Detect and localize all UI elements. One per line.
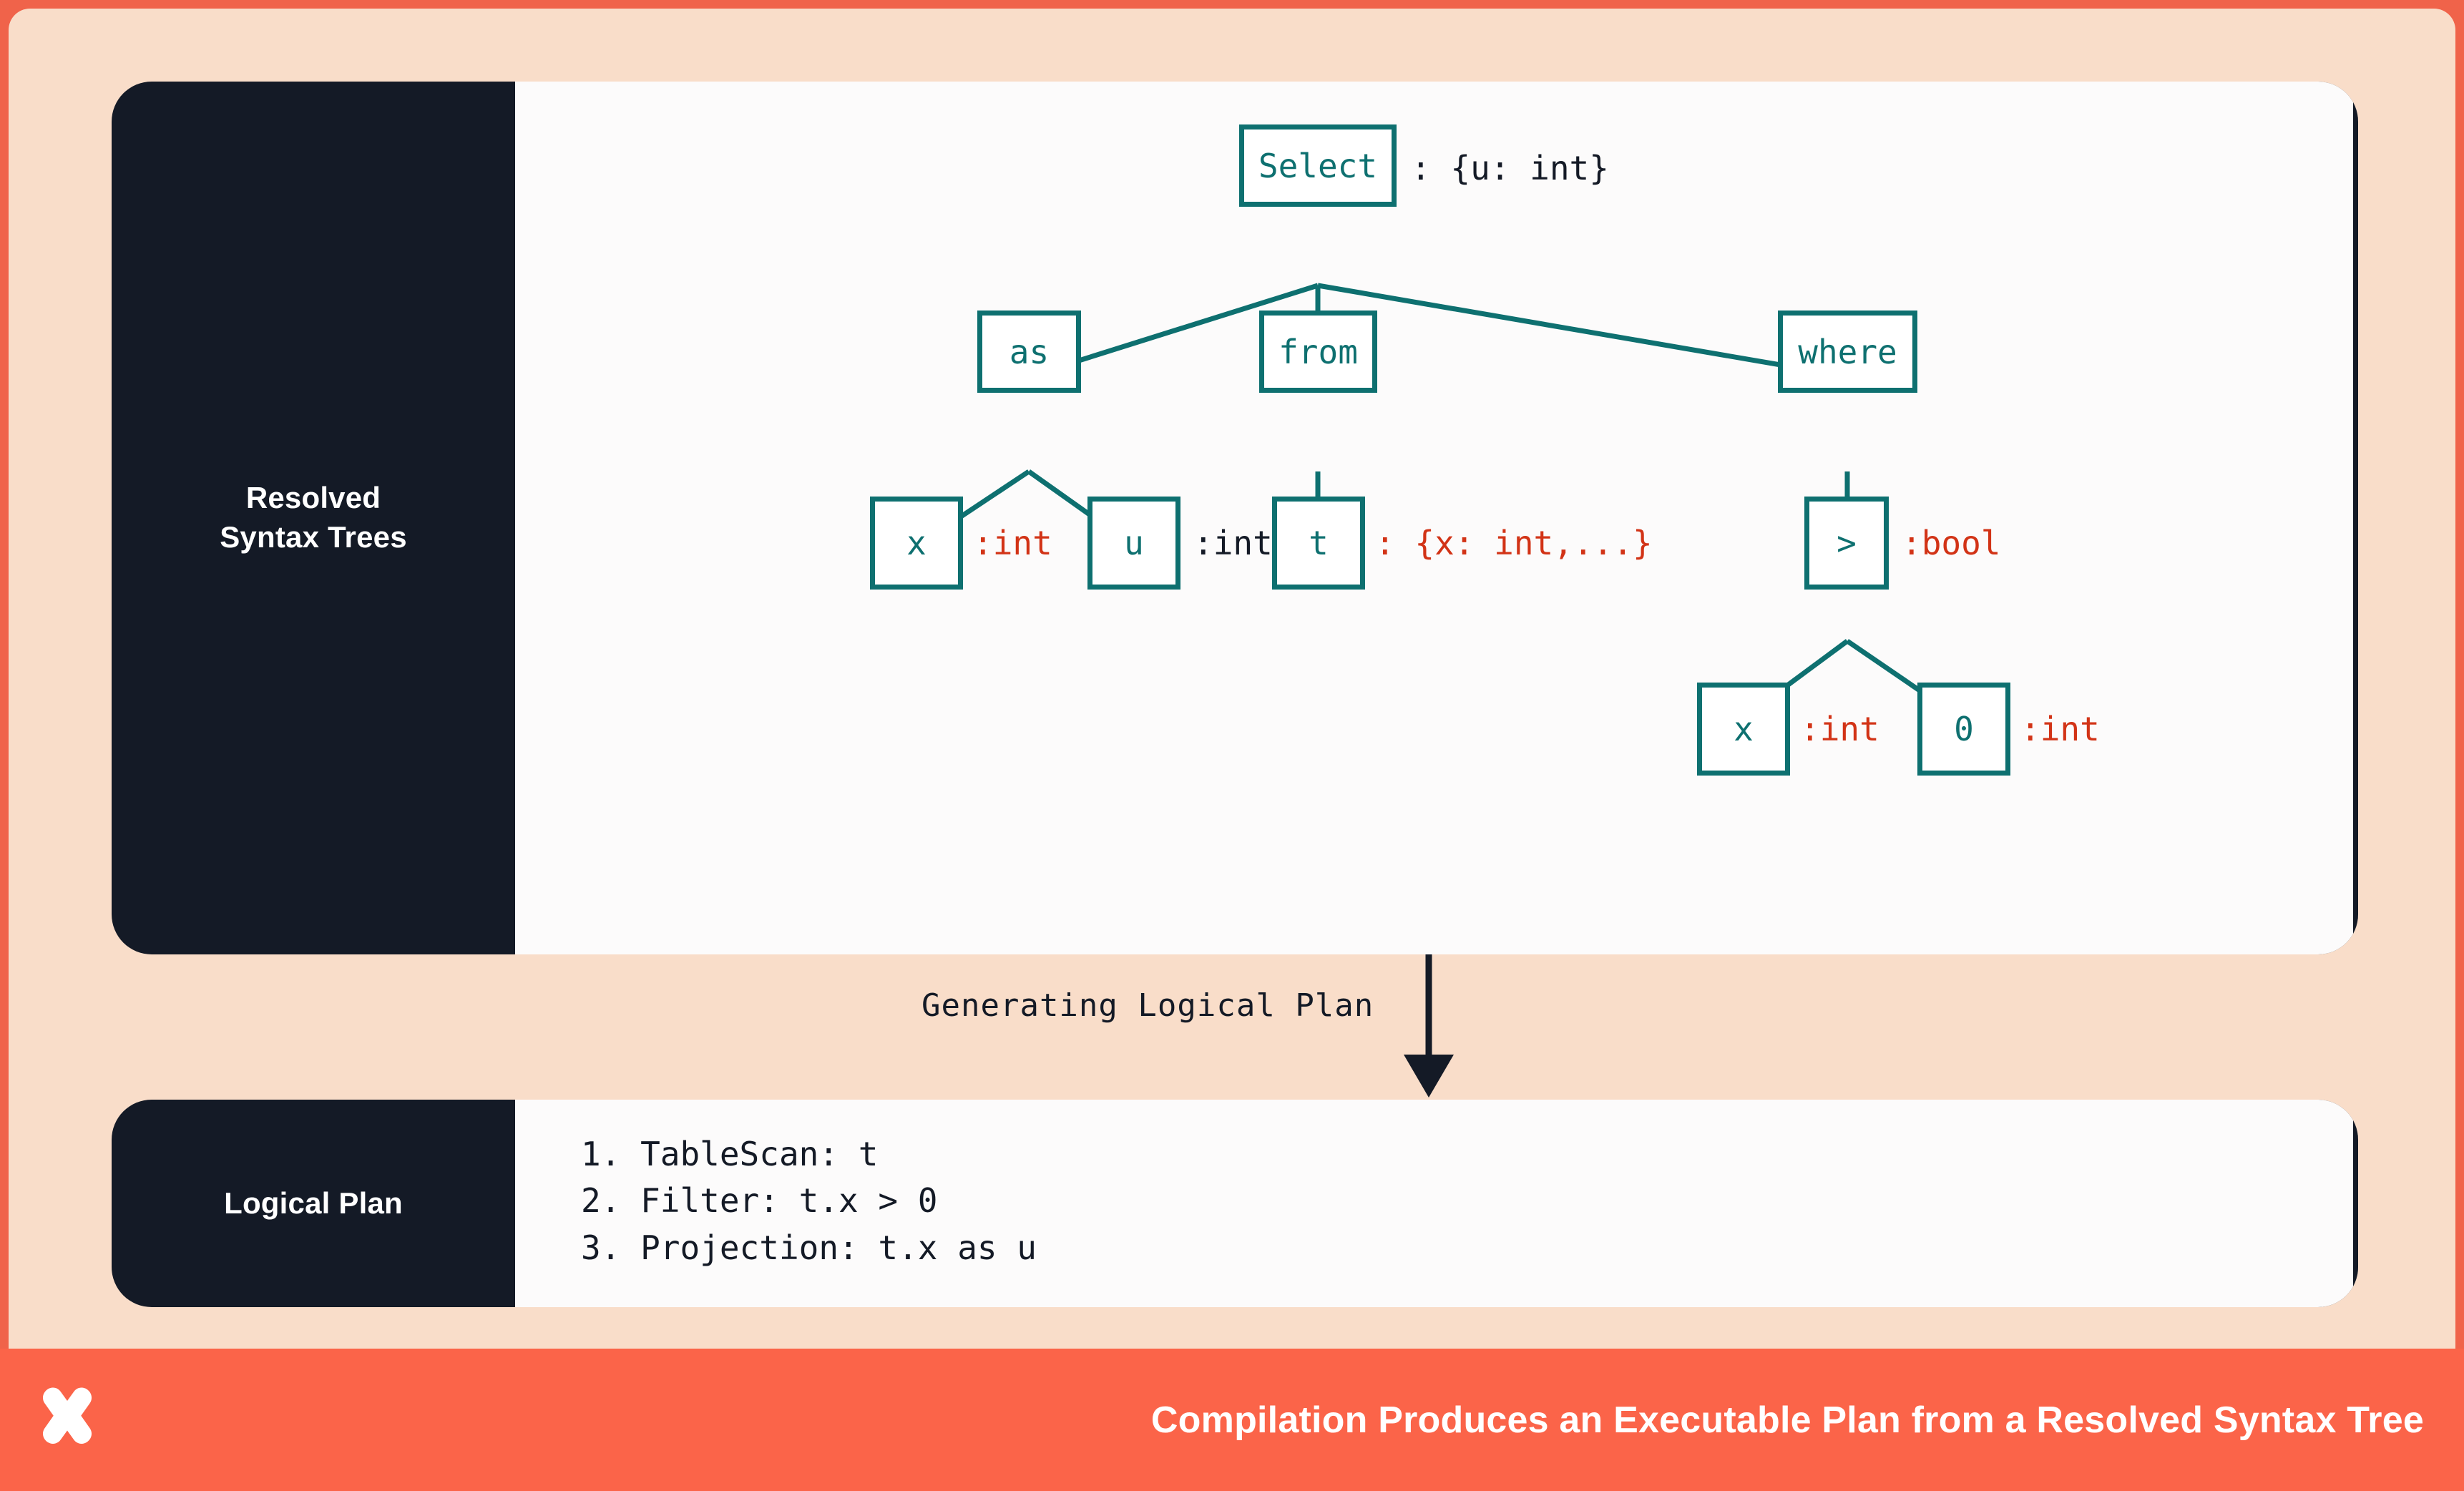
flow-arrow-icon [1404,954,1454,1098]
tree-node-as-x[interactable]: x [870,497,963,590]
tree-annotation-greater-than: :bool [1902,524,2001,562]
resolved-syntax-trees-label: Resolved Syntax Trees [112,82,515,954]
tree-node-as-u[interactable]: u [1087,497,1180,590]
x-mark-logo-icon [42,1387,92,1444]
resolved-syntax-trees-label-line1: Resolved [245,481,381,515]
logical-plan-label: Logical Plan [224,1186,403,1220]
tree-annotation-select: : {u: int} [1411,149,1609,187]
tree-node-where[interactable]: where [1778,311,1917,393]
tree-annotation-as-x: :int [973,524,1052,562]
tree-edges [914,283,1962,720]
syntax-tree-canvas: Select : {u: int} as from where x :int u… [515,82,2358,954]
poster-canvas: Resolved Syntax Trees [9,9,2455,1349]
plan-step-3: 3. Projection: t.x as u [581,1228,1037,1267]
plan-step-2: 2. Filter: t.x > 0 [581,1181,938,1221]
plan-step-1: 1. TableScan: t [581,1135,879,1173]
resolved-syntax-trees-label-line2: Syntax Trees [220,520,407,554]
tree-annotation-gt-zero: :int [2020,710,2100,748]
tree-annotation-gt-x: :int [1800,710,1879,748]
flow-caption: Generating Logical Plan [921,987,1374,1024]
footer-title: Compilation Produces an Executable Plan … [1150,1399,2424,1441]
footer-bar: Compilation Produces an Executable Plan … [0,1349,2464,1491]
tree-annotation-from-t: : {x: int,...} [1375,524,1653,562]
logical-plan-card: Logical Plan 1. TableScan: t 2. Filter: … [112,1100,2358,1307]
tree-node-from-t[interactable]: t [1272,497,1365,590]
tree-node-gt-x[interactable]: x [1697,683,1790,776]
resolved-syntax-trees-card: Resolved Syntax Trees [112,82,2358,954]
tree-annotation-as-u: :int [1193,524,1273,562]
tree-node-as[interactable]: as [977,311,1081,393]
tree-node-gt-zero[interactable]: 0 [1917,683,2010,776]
tree-node-from[interactable]: from [1259,311,1377,393]
tree-node-greater-than[interactable]: > [1804,497,1889,590]
tree-node-select[interactable]: Select [1239,124,1397,207]
logical-plan-body: 1. TableScan: t 2. Filter: t.x > 0 3. Pr… [515,1100,2358,1307]
